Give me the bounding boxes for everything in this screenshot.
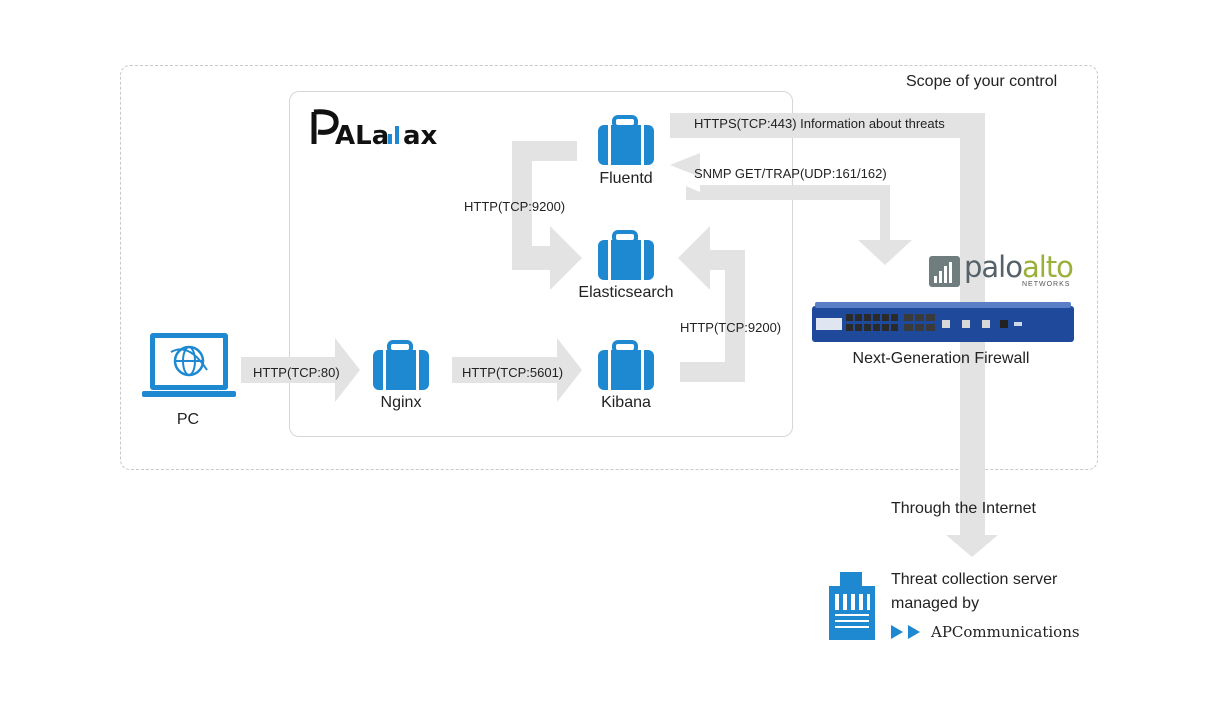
nginx-kibana-http-label: HTTP(TCP:5601): [462, 365, 564, 380]
pc-label: PC: [176, 411, 200, 428]
kibana-server-icon: [598, 340, 654, 390]
apc-company-logo: APCommunications: [931, 623, 1080, 641]
nginx-server-icon: [373, 340, 429, 390]
paloalto-logo: paloalto: [964, 250, 1074, 284]
firewall-label: Next-Generation Firewall: [852, 350, 1030, 367]
internet-label: Through the Internet: [891, 500, 1036, 517]
firewall-device-icon: [812, 302, 1074, 342]
scope-of-control-boundary: [120, 65, 1098, 470]
palallax-logo-mark: ALa ax: [311, 109, 438, 151]
fluentd-label: Fluentd: [599, 170, 653, 187]
laptop-globe-icon: [142, 333, 236, 397]
paloalto-logo-mark-icon: [929, 256, 960, 287]
elasticsearch-label: Elasticsearch: [578, 284, 674, 301]
arrow-kibana-to-elasticsearch: [678, 226, 745, 382]
building-server-icon: [829, 572, 875, 640]
threat-server-line1: Threat collection server: [891, 571, 1058, 588]
fluentd-es-http-label: HTTP(TCP:9200): [464, 199, 566, 214]
svg-text:ALa: ALa: [335, 121, 389, 148]
pc-nginx-http-label: HTTP(TCP:80): [253, 365, 340, 380]
apc-play-arrows-icon: [891, 625, 920, 639]
fluentd-server-icon: [598, 115, 654, 165]
scope-label: Scope of your control: [906, 73, 1058, 90]
snmp-label: SNMP GET/TRAP(UDP:161/162): [694, 166, 887, 181]
svg-text:ax: ax: [403, 121, 438, 148]
arrow-firewall-to-fluentd: [670, 138, 912, 265]
paloalto-palo-text: palo: [964, 250, 1023, 284]
palallax-boundary: [289, 91, 793, 437]
arrow-fluentd-to-internet: [670, 113, 998, 557]
arrow-fluentd-to-elasticsearch: [512, 141, 582, 290]
arrow-nginx-to-kibana: [452, 338, 582, 402]
arrow-pc-to-nginx: [241, 338, 360, 402]
kibana-es-http-label: HTTP(TCP:9200): [680, 320, 782, 335]
elasticsearch-server-icon: [598, 230, 654, 280]
palallax-logo: ALa ax: [308, 104, 458, 153]
paloalto-networks-text: NETWORKS: [1022, 281, 1071, 288]
kibana-label: Kibana: [601, 394, 651, 411]
paloalto-alto-text: alto: [1021, 250, 1074, 284]
https-threats-label: HTTPS(TCP:443) Information about threats: [694, 116, 945, 131]
threat-server-line2: managed by: [891, 595, 980, 612]
nginx-label: Nginx: [380, 394, 422, 411]
